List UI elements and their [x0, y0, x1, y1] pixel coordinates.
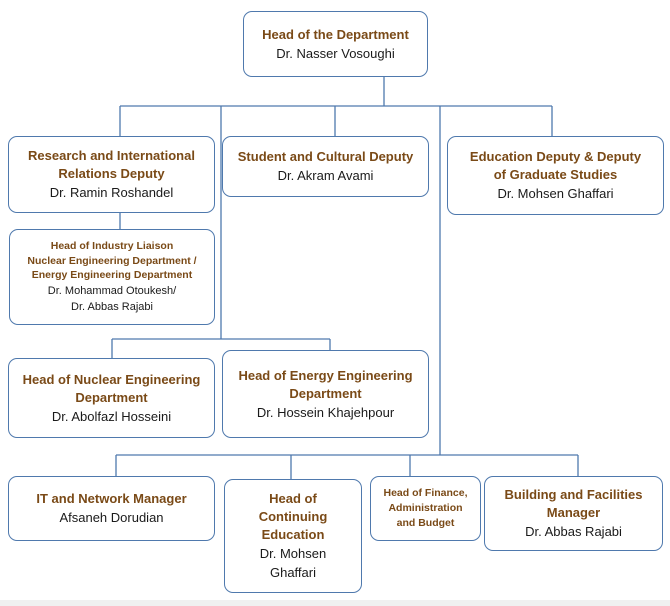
- it-name: Afsaneh Dorudian: [59, 510, 164, 525]
- continuing-title-line1: Head of: [269, 491, 317, 506]
- industry-title-line3: Energy Engineering Department: [31, 269, 193, 282]
- energy-title-line2: Department: [289, 385, 362, 401]
- nuclear-title-line2: Department: [75, 389, 148, 405]
- finance-title-line2: Administration: [388, 502, 463, 514]
- education-title-line1: Education Deputy & Deputy: [469, 149, 642, 164]
- building-title-line2: Manager: [546, 505, 601, 520]
- continuing-title-line2: Continuing: [258, 509, 328, 524]
- continuing-title-line3: Education: [261, 527, 325, 542]
- student-deputy-box: Student and Cultural Deputy Dr. Akram Av…: [222, 136, 429, 197]
- finance-title-line1: Head of Finance,: [383, 487, 468, 499]
- industry-name-line2: Dr. Abbas Rajabi: [71, 300, 153, 313]
- energy-engineering-box: Head of Energy Engineering Department Dr…: [222, 350, 429, 438]
- student-name: Dr. Akram Avami: [277, 168, 374, 183]
- it-title: IT and Network Manager: [36, 491, 187, 506]
- head-name: Dr. Nasser Vosoughi: [276, 45, 395, 61]
- building-title-line1: Building and Facilities: [504, 487, 643, 502]
- nuclear-engineering-box: Head of Nuclear Engineering Department D…: [8, 358, 215, 438]
- research-name: Dr. Ramin Roshandel: [49, 185, 174, 200]
- industry-title-line1: Head of Industry Liaison: [50, 240, 174, 253]
- student-title: Student and Cultural Deputy: [237, 149, 414, 164]
- education-name: Dr. Mohsen Ghaffari: [497, 186, 614, 201]
- continuing-name-line1: Dr. Mohsen: [259, 546, 327, 561]
- industry-liaison-box: Head of Industry Liaison Nuclear Enginee…: [9, 229, 215, 325]
- industry-title-line2: Nuclear Engineering Department /: [27, 254, 197, 267]
- energy-name: Dr. Hossein Khajehpour: [256, 404, 395, 420]
- finance-admin-budget-box: Head of Finance, Administration and Budg…: [370, 476, 481, 541]
- nuclear-name: Dr. Abolfazl Hosseini: [51, 408, 172, 424]
- energy-title-line1: Head of Energy Engineering: [238, 367, 413, 383]
- head-title: Head of the Department: [262, 26, 409, 42]
- nuclear-title-line1: Head of Nuclear Engineering: [22, 371, 201, 387]
- industry-name-line1: Dr. Mohammad Otoukesh/: [47, 284, 177, 297]
- head-of-department-box: Head of the Department Dr. Nasser Vosoug…: [243, 11, 428, 77]
- continuing-education-box: Head of Continuing Education Dr. Mohsen …: [224, 479, 362, 593]
- continuing-name-line2: Ghaffari: [269, 565, 316, 580]
- bottom-edge: [0, 600, 670, 606]
- finance-title-line3: and Budget: [396, 517, 455, 529]
- research-deputy-box: Research and International Relations Dep…: [8, 136, 215, 213]
- it-network-manager-box: IT and Network Manager Afsaneh Dorudian: [8, 476, 215, 541]
- building-facilities-box: Building and Facilities Manager Dr. Abba…: [484, 476, 663, 551]
- research-title-line2: Relations Deputy: [58, 166, 165, 181]
- research-title-line1: Research and International: [28, 148, 195, 163]
- building-name: Dr. Abbas Rajabi: [525, 524, 622, 539]
- education-deputy-box: Education Deputy & Deputy of Graduate St…: [447, 136, 664, 215]
- education-title-line2: of Graduate Studies: [493, 167, 618, 182]
